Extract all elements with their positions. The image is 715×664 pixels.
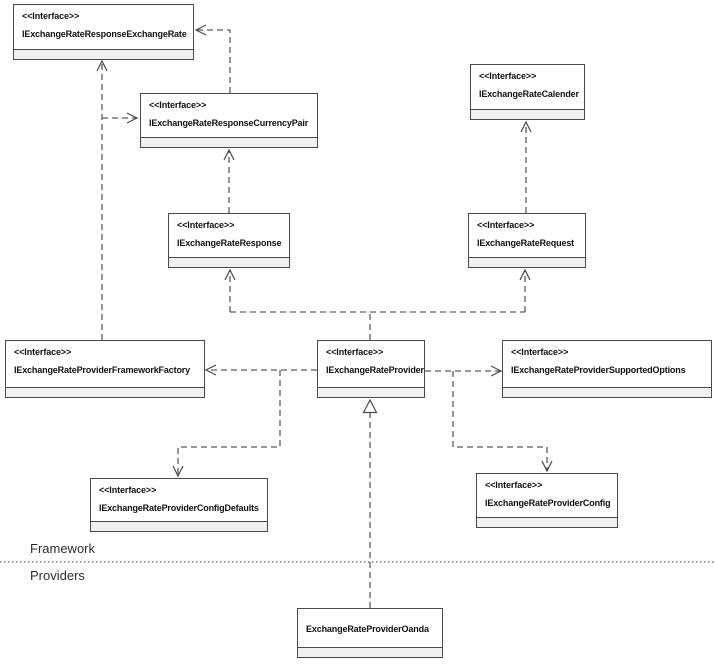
interface-name: IExchangeRateProviderFrameworkFactory — [14, 365, 191, 375]
interface-name: IExchangeRateProviderConfigDefaults — [99, 503, 259, 513]
open-arrowhead-icon — [541, 460, 553, 473]
box-body: <<Interface>> IExchangeRateProviderSuppo… — [503, 341, 711, 387]
interface-name: IExchangeRateResponseExchangeRate — [22, 29, 187, 39]
box-body: <<Interface>> IExchangeRateProviderFrame… — [6, 341, 204, 387]
box-body: <<Interface>> IExchangeRateProvider — [318, 341, 424, 387]
empty-compartment — [469, 257, 585, 267]
empty-compartment — [298, 647, 442, 657]
stereotype-label: <<Interface>> — [177, 220, 235, 230]
interface-name: IExchangeRateResponse — [177, 238, 282, 248]
box-config[interactable]: <<Interface>> IExchangeRateProviderConfi… — [476, 473, 618, 528]
empty-compartment — [169, 257, 289, 267]
interface-name: IExchangeRateCalender — [479, 89, 579, 99]
open-arrowhead-icon — [126, 112, 139, 124]
hollow-triangle-arrowhead-icon — [362, 398, 378, 414]
stereotype-label: <<Interface>> — [14, 347, 72, 357]
connector-request-to-calender — [520, 120, 532, 213]
connector-provider-to-supportedoptions — [425, 365, 503, 377]
open-arrowhead-icon — [223, 148, 235, 161]
connector-provider-to-response-request — [224, 268, 531, 340]
box-body: <<Interface>> IExchangeRateResponseExcha… — [14, 5, 193, 49]
box-response-exchange-rate[interactable]: <<Interface>> IExchangeRateResponseExcha… — [13, 4, 194, 60]
open-arrowhead-icon — [490, 365, 503, 377]
box-body: <<Interface>> IExchangeRateCalender — [471, 65, 584, 109]
open-arrowhead-icon — [520, 120, 532, 133]
connector-frameworkfactory-to-exchangerate — [96, 59, 108, 340]
box-supported-options[interactable]: <<Interface>> IExchangeRateProviderSuppo… — [502, 340, 712, 398]
stereotype-label: <<Interface>> — [326, 347, 384, 357]
framework-layer-label: Framework — [30, 541, 96, 556]
box-request[interactable]: <<Interface>> IExchangeRateRequest — [468, 213, 586, 268]
open-arrowhead-icon — [96, 59, 108, 72]
empty-compartment — [91, 521, 267, 531]
box-provider[interactable]: <<Interface>> IExchangeRateProvider — [317, 340, 425, 398]
box-oanda-provider[interactable]: ExchangeRateProviderOanda — [297, 608, 443, 658]
empty-compartment — [471, 109, 584, 119]
stereotype-label: <<Interface>> — [511, 347, 569, 357]
connector-frameworkfactory-to-currencypair — [102, 112, 139, 124]
stereotype-label: <<Interface>> — [149, 100, 207, 110]
open-arrowhead-icon — [519, 268, 531, 281]
interface-name: IExchangeRateRequest — [477, 238, 575, 248]
box-body: <<Interface>> IExchangeRateProviderConfi… — [477, 474, 617, 517]
box-config-defaults[interactable]: <<Interface>> IExchangeRateProviderConfi… — [90, 478, 268, 532]
empty-compartment — [503, 387, 711, 397]
stereotype-label: <<Interface>> — [477, 220, 535, 230]
stereotype-label: <<Interface>> — [99, 485, 157, 495]
empty-compartment — [14, 49, 193, 59]
interface-name: IExchangeRateProviderSupportedOptions — [511, 365, 686, 375]
connector-response-to-currencypair — [223, 148, 235, 213]
box-framework-factory[interactable]: <<Interface>> IExchangeRateProviderFrame… — [5, 340, 205, 398]
interface-name: IExchangeRateProviderConfig — [485, 498, 611, 508]
connector-currencypair-to-exchangerate — [194, 24, 231, 93]
open-arrowhead-icon — [204, 364, 217, 376]
dependency-line — [196, 29, 231, 93]
stereotype-label: <<Interface>> — [479, 71, 537, 81]
open-arrowhead-icon — [172, 465, 184, 478]
box-body: <<Interface>> IExchangeRateResponseCurre… — [141, 94, 317, 137]
box-response[interactable]: <<Interface>> IExchangeRateResponse — [168, 213, 290, 268]
empty-compartment — [141, 137, 317, 147]
open-arrowhead-icon — [194, 24, 207, 36]
box-calender[interactable]: <<Interface>> IExchangeRateCalender — [470, 64, 585, 120]
stereotype-label: <<Interface>> — [22, 11, 80, 21]
class-name: ExchangeRateProviderOanda — [306, 624, 429, 634]
empty-compartment — [318, 387, 424, 397]
box-body: <<Interface>> IExchangeRateResponse — [169, 214, 289, 257]
box-body: ExchangeRateProviderOanda — [298, 609, 442, 647]
interface-name: IExchangeRateResponseCurrencyPair — [149, 118, 309, 128]
interface-name: IExchangeRateProvider — [326, 365, 424, 375]
dependency-line — [229, 270, 526, 340]
connector-provider-to-frameworkfactory — [204, 364, 317, 376]
box-body: <<Interface>> IExchangeRateProviderConfi… — [91, 479, 267, 521]
connector-oanda-realizes-provider — [362, 398, 378, 608]
stereotype-label: <<Interface>> — [485, 480, 543, 490]
providers-layer-label: Providers — [30, 568, 85, 583]
open-arrowhead-icon — [224, 268, 236, 281]
box-body: <<Interface>> IExchangeRateRequest — [469, 214, 585, 257]
empty-compartment — [6, 387, 204, 397]
box-response-currency-pair[interactable]: <<Interface>> IExchangeRateResponseCurre… — [140, 93, 318, 148]
empty-compartment — [477, 517, 617, 527]
